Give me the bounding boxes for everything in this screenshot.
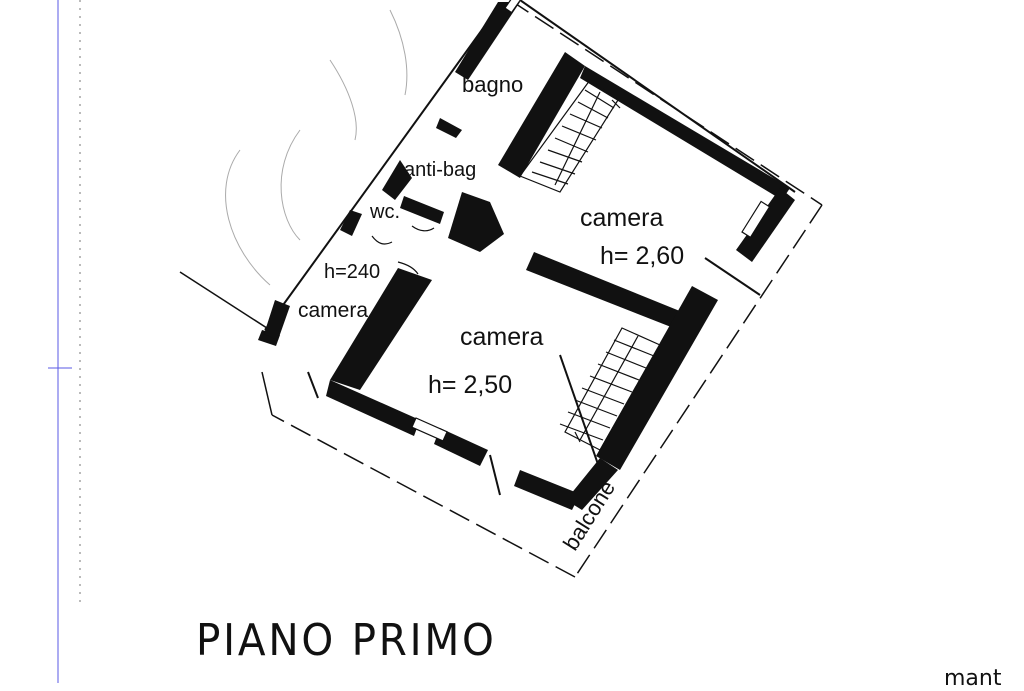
thin-wall-lines bbox=[264, 0, 796, 496]
bagno-label: bagno bbox=[462, 72, 523, 97]
lower-stair bbox=[559, 327, 661, 451]
antibagno-label: anti-bag bbox=[404, 159, 476, 181]
windows bbox=[411, 0, 771, 442]
camera-left-height: h=240 bbox=[324, 261, 380, 283]
upper-stair bbox=[519, 79, 621, 193]
camera-center-label: camera bbox=[460, 323, 543, 351]
plan-title: PIANO PRIMO bbox=[196, 615, 497, 666]
camera-left-label: camera bbox=[298, 299, 368, 322]
wc-label: wc. bbox=[369, 201, 400, 223]
camera-center-height: h= 2,50 bbox=[428, 371, 512, 399]
camera-right-label: camera bbox=[580, 204, 663, 232]
outer-dashed-outline bbox=[179, 0, 823, 578]
camera-right-height: h= 2,60 bbox=[600, 242, 684, 270]
pencil-sketch bbox=[225, 9, 408, 286]
door-swings bbox=[371, 225, 435, 275]
corner-text-fragment: mant bbox=[944, 666, 1002, 691]
walls bbox=[258, 2, 795, 510]
